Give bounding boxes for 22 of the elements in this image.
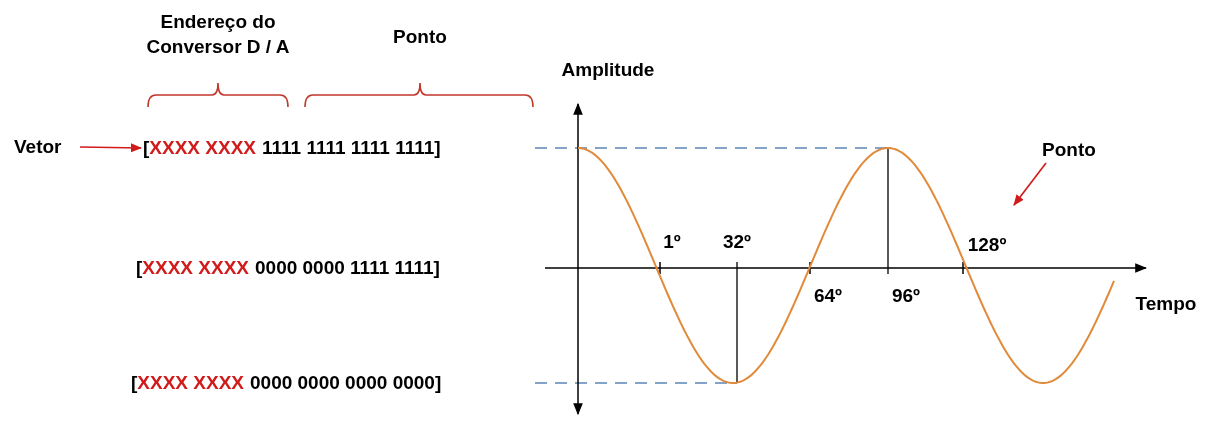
angle-label: 64º [813,284,843,308]
open-bracket: [ [143,137,150,159]
text-label: Vetor [14,134,62,160]
axis-title: Amplitude [561,58,655,82]
open-bracket: [ [131,372,138,394]
point-bits: 1111 1111 1111 1111] [262,137,441,159]
point-bits: 0000 0000 1111 1111] [255,257,440,279]
address-heading: Endereço do Conversor D / A [145,10,291,59]
angle-label: 96º [891,284,921,308]
address-bits: XXXX XXXX [142,257,249,279]
point-bits: 0000 0000 0000 0000] [250,372,442,394]
address-bits: XXXX XXXX [137,372,244,394]
angle-label: 1º [663,230,681,254]
arrow [79,143,143,153]
angle-label: 128º [967,233,1007,257]
text-label: Ponto [1042,137,1096,163]
address-bits: XXXX XXXX [149,137,256,159]
open-bracket: [ [136,257,143,279]
angle-label: 32º [722,230,752,254]
axis-title: Tempo [1135,292,1197,316]
field-heading: Ponto [393,25,447,49]
arrow [1013,162,1047,206]
